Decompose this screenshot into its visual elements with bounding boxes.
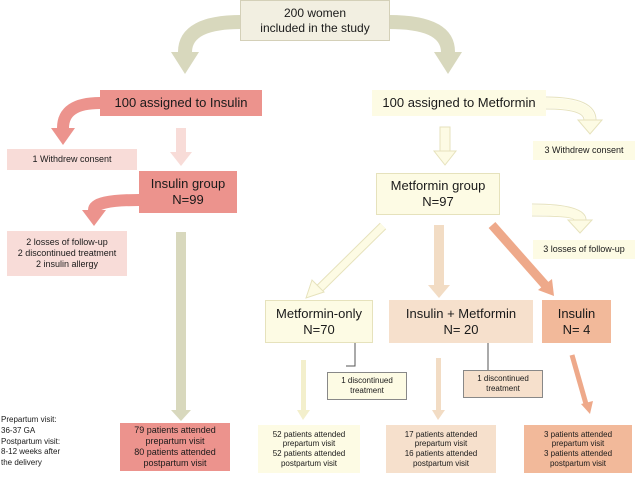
insulin-group-box: Insulin group N=99: [139, 171, 237, 213]
metformin-withdrew-arrow-head: [576, 119, 604, 135]
legend-line: Prepartum visit:: [1, 415, 57, 424]
split-arrow-left-head: [171, 52, 199, 74]
split-arrow-right-head: [434, 52, 462, 74]
visit-line: postpartum visit: [143, 457, 207, 468]
visit-line: 80 patients attended: [134, 447, 216, 457]
visit-line: prepartum visit: [551, 439, 605, 449]
visit-line: 3 patients attended: [543, 449, 613, 458]
insulin-group-n: N=99: [172, 192, 204, 207]
discontinued-line: 1 discontinued: [477, 374, 529, 384]
metformin-losses-arrow-head: [566, 219, 594, 234]
visit-line: 79 patients attended: [134, 425, 216, 436]
metformin-group-n: N=97: [422, 194, 454, 209]
legend-line: 8-12 weeks after: [1, 447, 61, 457]
metformin-only-discontinued-box: 1 discontinued treatment: [327, 372, 407, 400]
metformin-assigned-box: 100 assigned to Metformin: [372, 90, 546, 116]
combination-discontinued-box: 1 discontinued treatment: [463, 370, 543, 398]
metformin-only-name: Metformin-only: [276, 305, 362, 321]
metformin-group-box: Metformin group N=97: [376, 173, 500, 215]
metformin-only-box: Metformin-only N=70: [265, 300, 373, 343]
metformin-losses-arrow: [531, 205, 585, 222]
metformin-only-n: N=70: [303, 321, 335, 337]
split-arrow-left: [178, 15, 242, 53]
combination-visits-arrow: [436, 358, 441, 412]
visit-line: prepartum visit: [414, 439, 468, 449]
visit-line: postpartum visit: [412, 458, 470, 468]
legend-line: the delivery: [1, 458, 42, 468]
metformin-losses-label: 3 losses of follow-up: [543, 244, 625, 255]
combination-n: N= 20: [443, 321, 479, 337]
discontinued-line: treatment: [350, 386, 384, 395]
combination-branch-arrow: [434, 225, 444, 287]
insulin-losses-line: 2 discontinued treatment: [17, 248, 117, 259]
insulin-only-visits-arrow: [569, 354, 589, 405]
split-arrow-right: [388, 15, 455, 53]
metformin-only-visits-box: 52 patients attended prepartum visit 52 …: [258, 425, 360, 473]
legend-line: Postpartum visit:: [1, 436, 61, 446]
insulin-visits-box: 79 patients attended prepartum visit 80 …: [120, 423, 230, 471]
insulin-assigned-box: 100 assigned to Insulin: [100, 90, 262, 116]
insulin-losses-line: 2 insulin allergy: [35, 258, 99, 269]
visit-line: postpartum visit: [280, 458, 338, 468]
total-box: 200 women included in the study: [240, 0, 390, 41]
total-line1: 200 women: [283, 6, 347, 21]
insulin-down-arrow-head: [170, 152, 192, 166]
visit-line: 17 patients attended: [404, 429, 478, 439]
combination-name: Insulin + Metformin: [405, 305, 517, 321]
legend-line: 36-37 GA: [1, 425, 36, 435]
metformin-withdrew-arrow: [545, 98, 595, 121]
insulin-withdrew-label: 1 Withdrew consent: [32, 154, 112, 165]
metformin-withdrew-box: 3 Withdrew consent: [533, 141, 635, 160]
insulin-withdrew-arrow: [57, 97, 101, 129]
visit-line: 52 patients attended: [272, 429, 346, 439]
insulin-only-name: Insulin: [557, 305, 596, 321]
visit-line: postpartum visit: [549, 458, 607, 468]
metformin-down-arrow-head: [432, 150, 458, 166]
visit-line: 3 patients attended: [543, 429, 613, 439]
visit-timing-legend: Prepartum visit: 36-37 GA Postpartum vis…: [1, 415, 111, 469]
insulin-only-n: N= 4: [562, 321, 591, 337]
visit-line: prepartum visit: [282, 439, 336, 449]
metformin-only-visits-arrow: [301, 360, 306, 412]
metformin-only-discontinued-connector: [346, 343, 356, 367]
insulin-only-visits-box: 3 patients attended prepartum visit 3 pa…: [524, 425, 632, 473]
visit-line: 16 patients attended: [404, 449, 478, 458]
discontinued-line: treatment: [486, 384, 520, 393]
insulin-losses-arrow: [88, 194, 140, 212]
insulin-losses-line: 2 losses of follow-up: [26, 237, 108, 248]
combination-visits-box: 17 patients attended prepartum visit 16 …: [386, 425, 496, 473]
metformin-group-name: Metformin group: [390, 178, 486, 194]
insulin-withdrew-box: 1 Withdrew consent: [7, 149, 137, 170]
metformin-down-arrow-shaft: [439, 126, 451, 152]
metformin-withdrew-label: 3 Withdrew consent: [544, 145, 624, 156]
insulin-visits-arrow-shaft: [176, 232, 186, 410]
combination-box: Insulin + Metformin N= 20: [389, 300, 533, 343]
visit-line: prepartum visit: [145, 436, 205, 447]
discontinued-line: 1 discontinued: [341, 376, 393, 386]
insulin-only-box: Insulin N= 4: [542, 300, 611, 343]
insulin-visits-arrow-head: [171, 410, 191, 421]
metformin-assigned-label: 100 assigned to Metformin: [382, 95, 536, 111]
insulin-losses-box: 2 losses of follow-up 2 discontinued tre…: [7, 231, 127, 276]
insulin-down-arrow-shaft: [176, 128, 186, 152]
insulin-withdrew-arrow-head: [51, 128, 75, 145]
metformin-losses-box: 3 losses of follow-up: [533, 240, 635, 259]
insulin-assigned-label: 100 assigned to Insulin: [114, 95, 248, 111]
insulin-only-branch-arrow: [488, 222, 550, 289]
insulin-group-name: Insulin group: [150, 176, 226, 192]
visit-line: 52 patients attended: [272, 449, 346, 458]
insulin-losses-arrow-head: [82, 210, 106, 226]
total-line2: included in the study: [260, 20, 370, 35]
